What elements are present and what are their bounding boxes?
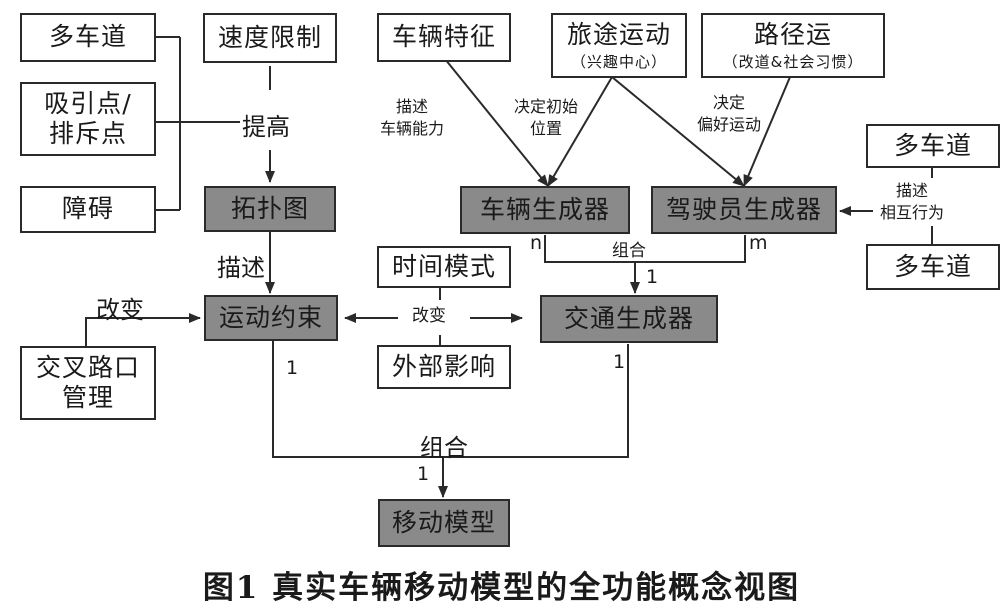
label-line: 描述 (896, 181, 929, 200)
label-describe-interaction: 描述 相互行为 (880, 180, 944, 223)
label-line: 决定 (713, 93, 746, 112)
node-text: 车辆生成器 (479, 194, 610, 224)
node-text: 外部影响 (391, 351, 496, 381)
cardinality-1-mobility: 1 (417, 463, 430, 485)
node-text: 多车道 (893, 130, 972, 160)
label-line: 描述 (396, 97, 429, 116)
node-text: 多车道 (893, 251, 972, 281)
figure-caption: 图1 真实车辆移动模型的全功能概念视图 (202, 570, 801, 606)
label-change-left: 改变 (96, 296, 144, 324)
label-describe: 描述 (217, 254, 265, 282)
node-path-motion: 路径运 （改道&社会习惯） (701, 13, 885, 78)
label-combine-top: 组合 (612, 241, 646, 261)
node-trip-motion: 旅途运动 （兴趣中心） (551, 13, 687, 78)
node-multi-lane-right-bottom: 多车道 (866, 244, 1000, 290)
node-text: 交通生成器 (563, 303, 694, 333)
node-driver-generator: 驾驶员生成器 (651, 186, 837, 234)
cardinality-1-constraint: 1 (286, 357, 299, 379)
label-decide-initial: 决定初始 位置 (514, 96, 578, 139)
node-mobility-model: 移动模型 (378, 499, 510, 547)
node-text: 障碍 (61, 194, 114, 224)
node-text: 运动约束 (218, 302, 323, 332)
node-multi-lane-left: 多车道 (20, 13, 156, 62)
node-subtext: （改道&社会习惯） (722, 52, 864, 71)
node-text: 旅途运动 (566, 20, 671, 50)
node-text: 时间模式 (391, 251, 496, 281)
features-to-vehicle-gen-arrow (444, 58, 549, 187)
node-vehicle-features: 车辆特征 (377, 13, 511, 62)
cardinality-n: n (530, 232, 543, 254)
node-text: 路径运 (753, 20, 832, 50)
node-text: 吸引点/排斥点 (44, 88, 132, 149)
node-text: 速度限制 (217, 22, 322, 52)
combine-top-bracket (544, 235, 746, 263)
combine-bottom-bracket (272, 341, 629, 458)
label-change-middle: 改变 (412, 306, 446, 326)
label-improve: 提高 (242, 113, 290, 141)
node-text: 交叉路口管理 (36, 352, 141, 413)
node-topology-map: 拓扑图 (204, 186, 336, 232)
intersection-to-constraint-arrow (85, 313, 201, 346)
cardinality-m: m (749, 232, 768, 254)
trip-to-driver-gen-arrow (611, 76, 745, 187)
label-combine-bottom: 组合 (420, 434, 468, 462)
path-to-driver-gen-arrow (743, 76, 791, 187)
label-describe-capability: 描述 车辆能力 (380, 96, 444, 139)
node-text: 拓扑图 (230, 193, 309, 223)
node-text: 驾驶员生成器 (665, 194, 822, 224)
node-text: 多车道 (48, 22, 127, 52)
node-speed-limit: 速度限制 (203, 13, 337, 63)
node-subtext: （兴趣中心） (570, 52, 667, 71)
node-traffic-generator: 交通生成器 (540, 295, 718, 343)
node-multi-lane-right-top: 多车道 (866, 124, 1000, 168)
label-line: 车辆能力 (380, 118, 445, 138)
node-external-influence: 外部影响 (377, 345, 511, 389)
node-obstacle: 障碍 (20, 186, 156, 233)
node-time-pattern: 时间模式 (377, 246, 511, 288)
label-line: 位置 (530, 118, 563, 138)
label-line: 相互行为 (880, 202, 945, 222)
node-text: 车辆特征 (391, 22, 496, 52)
node-intersection-management: 交叉路口管理 (20, 346, 156, 420)
node-motion-constraint: 运动约束 (204, 295, 338, 341)
cardinality-1-traffic: 1 (646, 266, 659, 288)
cardinality-1-traffic-out: 1 (613, 351, 626, 373)
label-line: 决定初始 (514, 97, 579, 116)
node-vehicle-generator: 车辆生成器 (460, 186, 630, 234)
label-line: 偏好运动 (697, 114, 762, 134)
node-text: 移动模型 (391, 507, 496, 537)
node-attract-repel: 吸引点/排斥点 (20, 82, 156, 156)
label-decide-preference: 决定 偏好运动 (697, 92, 761, 135)
trip-to-vehicle-gen-arrow (547, 76, 613, 187)
